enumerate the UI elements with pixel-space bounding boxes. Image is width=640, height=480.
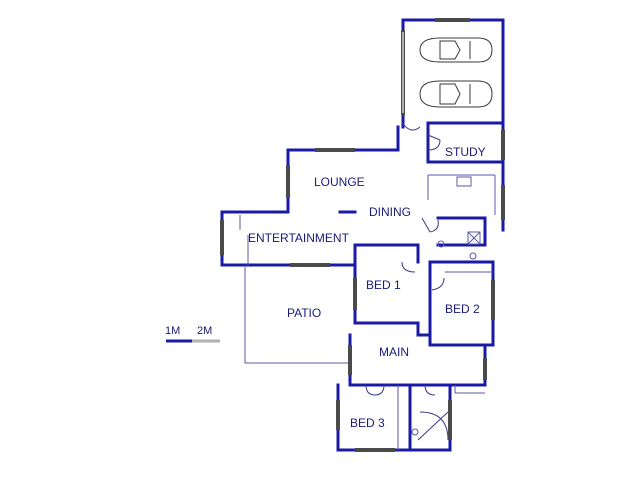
bed1-room <box>353 243 420 337</box>
entertainment-label: ENTERTAINMENT <box>248 231 350 245</box>
toilet-icon <box>411 428 419 436</box>
scale-label-1m: 1M <box>165 325 180 337</box>
bed2-label: BED 2 <box>445 302 480 316</box>
study-label: STUDY <box>445 145 486 159</box>
lounge-dining <box>286 121 505 233</box>
car-icon <box>419 37 493 63</box>
toilet-icon <box>437 240 445 248</box>
garage <box>401 18 505 129</box>
patio <box>244 265 350 364</box>
scale-bar: 1M 2M <box>165 325 220 343</box>
car-icon <box>419 80 493 108</box>
toilet-icon <box>469 252 477 260</box>
bed3-label: BED 3 <box>350 416 385 430</box>
study-room <box>426 121 505 177</box>
shower-icon <box>467 231 481 245</box>
bed2-room <box>428 260 495 347</box>
main-room <box>348 333 487 394</box>
entertainment-room <box>220 210 357 267</box>
lounge-label: LOUNGE <box>314 175 365 189</box>
patio-label: PATIO <box>287 306 321 320</box>
main-label: MAIN <box>379 345 409 359</box>
dining-label: DINING <box>369 205 411 219</box>
bed1-label: BED 1 <box>366 278 401 292</box>
sink-icon <box>456 176 472 187</box>
bathroom <box>436 216 487 260</box>
bed3-room <box>336 383 452 452</box>
scale-label-2m: 2M <box>197 325 212 337</box>
